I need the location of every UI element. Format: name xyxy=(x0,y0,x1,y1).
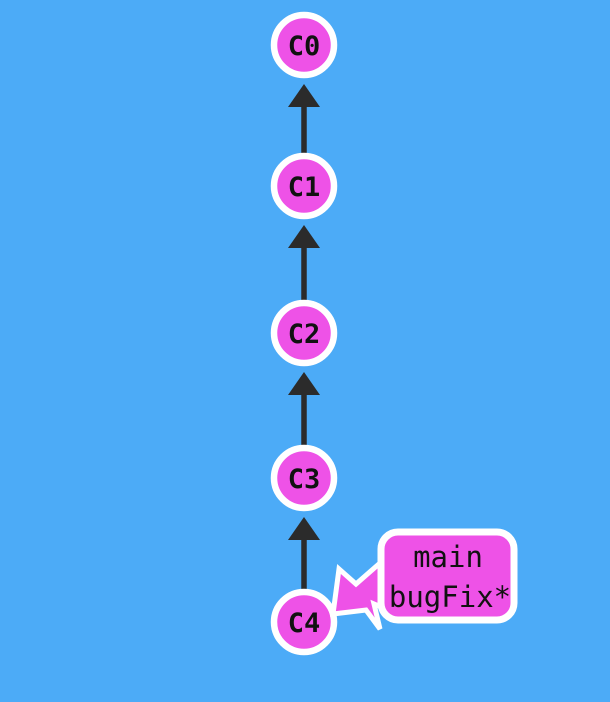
branch-label-box xyxy=(377,528,518,624)
edge-c4-c3 xyxy=(288,517,320,589)
commit-node-c0: C0 xyxy=(270,11,338,79)
commit-circle-c0 xyxy=(270,11,338,79)
commit-label-c1: C1 xyxy=(288,172,321,203)
edge-c2-c1 xyxy=(288,225,320,300)
commit-label-c0: C0 xyxy=(288,31,321,62)
commit-label-c2: C2 xyxy=(288,319,321,350)
edge-c3-c2 xyxy=(288,372,320,445)
commit-node-c2: C2 xyxy=(270,299,338,367)
branch-name-bugfix-current: bugFix* xyxy=(389,580,511,614)
commit-label-c4: C4 xyxy=(288,608,321,639)
edge-c4-c3-arrow-up-icon xyxy=(288,517,320,540)
commit-nodes: C0 C1 C2 C3 C4 xyxy=(270,11,338,656)
commit-circle-c1 xyxy=(270,152,338,220)
edge-c2-c1-arrow-up-icon xyxy=(288,225,320,248)
commit-edges xyxy=(288,84,320,589)
edge-c3-c2-arrow-up-icon xyxy=(288,372,320,395)
commit-circle-c2 xyxy=(270,299,338,367)
branch-label: main bugFix* xyxy=(377,528,518,624)
commit-circle-c4 xyxy=(270,588,338,656)
edge-c1-c0-arrow-up-icon xyxy=(288,84,320,107)
commit-node-c1: C1 xyxy=(270,152,338,220)
commit-node-c4: C4 xyxy=(270,588,338,656)
commit-node-c3: C3 xyxy=(270,444,338,512)
commit-label-c3: C3 xyxy=(288,464,321,495)
commit-circle-c3 xyxy=(270,444,338,512)
branch-name-main: main xyxy=(413,540,483,574)
edge-c1-c0 xyxy=(288,84,320,153)
